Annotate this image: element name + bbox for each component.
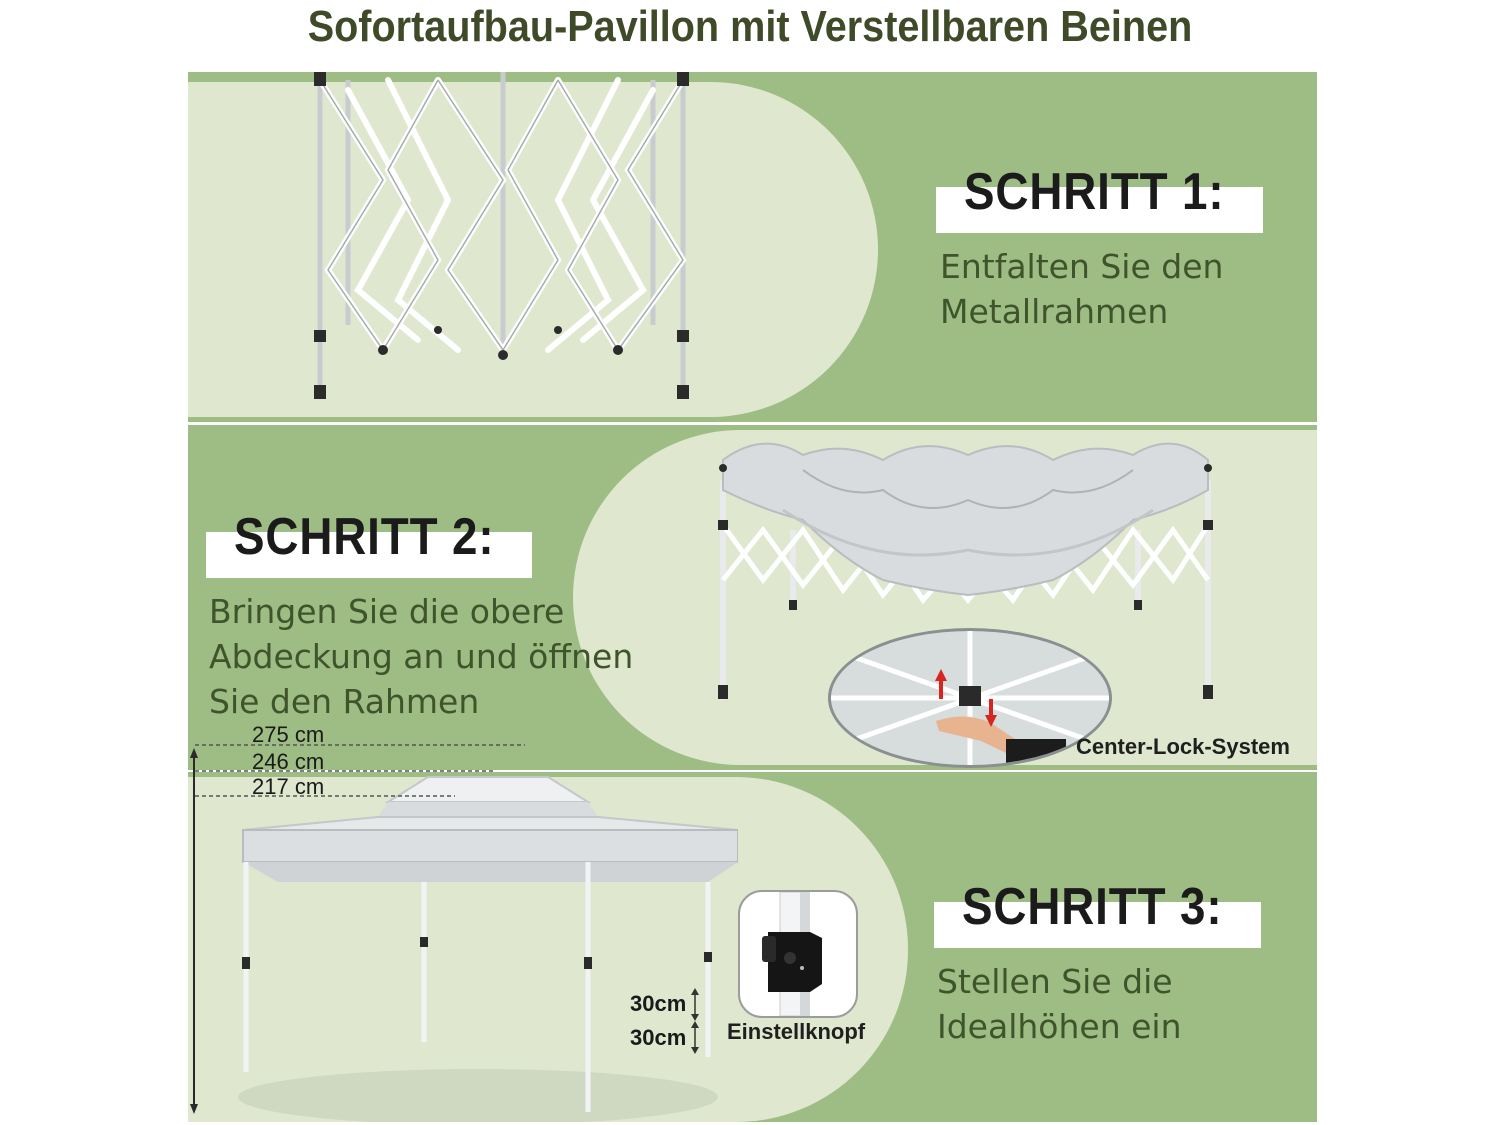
total-height-arrow — [190, 748, 198, 1114]
height-dimension-lines — [195, 744, 525, 797]
step-3-label-box — [934, 902, 1261, 948]
leg-step-1: 30cm — [630, 991, 687, 1016]
height-246: 246 cm — [252, 749, 325, 774]
step-3-description: Stellen Sie die Idealhöhen ein — [937, 962, 1182, 1046]
step-3-title: SCHRITT 3: — [962, 878, 1223, 936]
step-2-label-box — [206, 532, 532, 578]
step-1-label-box — [936, 187, 1263, 233]
page-title: Sofortaufbau-Pavillon mit Verstellbaren … — [307, 2, 1193, 51]
step-1-illustration-background — [188, 82, 878, 417]
step-2-panel: SCHRITT 2: Bringen Sie die obere Abdecku… — [188, 425, 1317, 770]
step-1-description: Entfalten Sie den Metallrahmen — [940, 247, 1224, 331]
center-lock-zoom — [828, 628, 1112, 768]
leg-step-arrows — [691, 988, 699, 1054]
step-1-panel: SCHRITT 1: Entfalten Sie den Metallrahme… — [188, 72, 1317, 422]
step-1-title: SCHRITT 1: — [964, 163, 1225, 221]
center-lock-caption: Center-Lock-System — [1076, 734, 1290, 759]
step-2-description: Bringen Sie die obere Abdeckung an und ö… — [209, 592, 634, 721]
adjustment-knob-illustration — [762, 892, 822, 1016]
adjustment-knob-card — [738, 890, 858, 1018]
leg-step-2: 30cm — [630, 1025, 687, 1050]
step-3-panel: SCHRITT 3: Stellen Sie die Idealhöhen ei… — [188, 772, 1317, 1122]
height-217: 217 cm — [252, 774, 325, 799]
folded-frame-illustration — [314, 72, 689, 399]
gazebo-illustration — [238, 776, 738, 1122]
height-275: 275 cm — [252, 722, 325, 747]
step-2-title: SCHRITT 2: — [234, 508, 495, 566]
knob-caption: Einstellknopf — [727, 1019, 866, 1044]
center-lock-illustration — [831, 631, 1109, 765]
canopy-frame-illustration — [718, 442, 1213, 700]
